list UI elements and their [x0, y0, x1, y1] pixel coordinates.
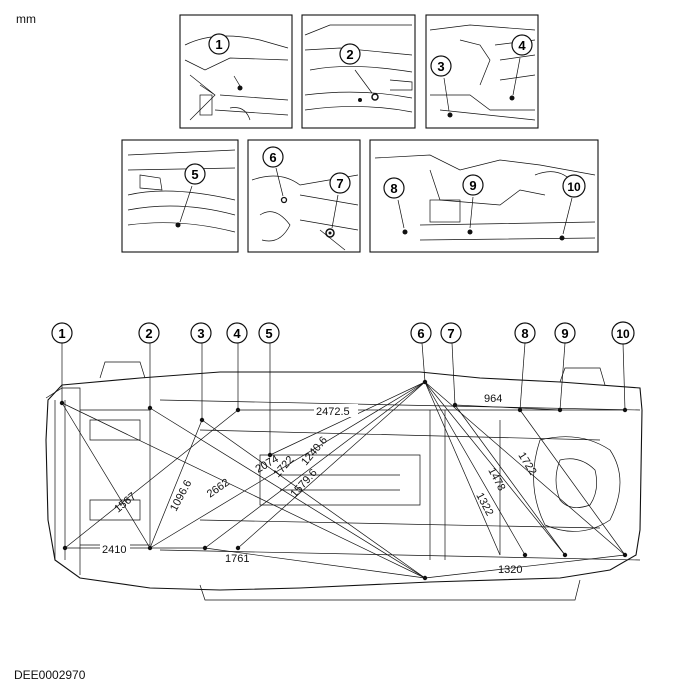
main-callout-10: 10 [611, 321, 635, 345]
svg-text:9: 9 [469, 178, 476, 193]
main-callouts: 1 2 3 4 5 6 7 8 9 10 [51, 321, 635, 455]
svg-text:3: 3 [437, 59, 444, 74]
document-code: DEE0002970 [14, 668, 86, 682]
dimension-label: 1478 [485, 466, 507, 493]
detail-callout-10: 10 [562, 174, 586, 198]
detail-panel-1 [179, 14, 293, 129]
dimension-label: 1761 [225, 553, 249, 565]
detail-panel-5 [121, 139, 239, 253]
svg-text:5: 5 [265, 326, 272, 341]
main-callout-5: 5 [258, 322, 280, 344]
dimension-label: 1567 [112, 490, 138, 515]
dimension-label: 2410 [102, 544, 126, 556]
svg-text:2: 2 [346, 47, 353, 62]
svg-text:2: 2 [145, 326, 152, 341]
main-callout-7: 7 [440, 322, 462, 344]
main-callout-1: 1 [51, 322, 73, 344]
main-callout-3: 3 [190, 322, 212, 344]
svg-text:10: 10 [567, 180, 581, 194]
dimension-label: 1579.6 [288, 467, 319, 500]
dimension-label: 2662 [205, 477, 232, 501]
dimension-label: 964 [484, 393, 502, 405]
main-callout-9: 9 [554, 322, 576, 344]
detail-callout-5: 5 [184, 163, 206, 185]
svg-text:1: 1 [215, 37, 222, 52]
detail-callout-6: 6 [262, 146, 284, 168]
main-callout-4: 4 [226, 322, 248, 344]
detail-panel-8-9-10 [369, 139, 599, 253]
detail-panel-2 [301, 14, 416, 129]
dimension-label: 1322 [473, 491, 495, 518]
main-callout-6: 6 [410, 322, 432, 344]
svg-text:5: 5 [191, 167, 198, 182]
svg-text:8: 8 [521, 326, 528, 341]
svg-text:6: 6 [269, 150, 276, 165]
detail-panel-3-4 [425, 14, 539, 129]
dimension-label: 2472.5 [316, 406, 350, 418]
measurement-lines [61, 381, 626, 579]
detail-callout-7: 7 [329, 172, 351, 194]
svg-text:9: 9 [561, 326, 568, 341]
dimension-label: 1722 [515, 450, 538, 477]
detail-panel-6-7 [247, 139, 361, 253]
svg-text:6: 6 [417, 326, 424, 341]
detail-callout-1: 1 [208, 33, 230, 55]
svg-text:4: 4 [233, 326, 241, 341]
detail-callout-2: 2 [339, 43, 361, 65]
main-callout-8: 8 [514, 322, 536, 344]
detail-callout-8: 8 [383, 177, 405, 199]
measurement-points [59, 379, 628, 581]
svg-text:7: 7 [336, 176, 343, 191]
dimension-label: 1320 [498, 564, 522, 576]
detail-callout-4: 4 [511, 34, 533, 56]
detail-callout-3: 3 [430, 55, 452, 77]
unit-label: mm [16, 12, 36, 26]
detail-callouts: 1 2 3 4 5 6 7 8 9 10 [184, 33, 586, 199]
svg-text:8: 8 [390, 181, 397, 196]
svg-text:7: 7 [447, 326, 454, 341]
svg-text:1: 1 [58, 326, 65, 341]
svg-text:3: 3 [197, 326, 204, 341]
svg-text:4: 4 [518, 38, 526, 53]
detail-callout-9: 9 [462, 174, 484, 196]
svg-text:10: 10 [616, 327, 630, 341]
dimension-label: 1096.6 [168, 478, 194, 513]
underbody-outline [45, 361, 643, 601]
main-callout-2: 2 [138, 322, 160, 344]
